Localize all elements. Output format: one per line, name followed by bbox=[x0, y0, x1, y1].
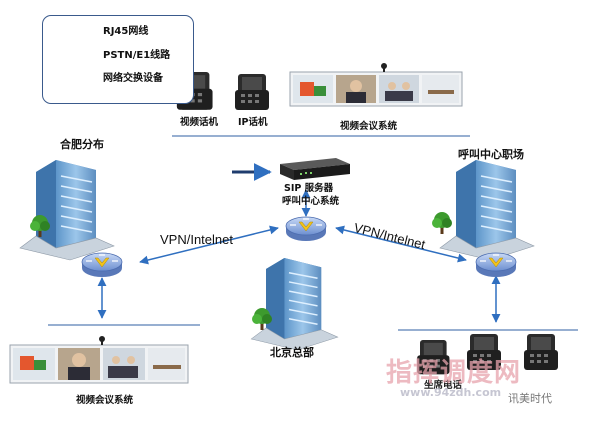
beijing-building bbox=[250, 257, 339, 351]
watermark-main: 指挥调度网 bbox=[386, 358, 522, 388]
legend-pstn: PSTN/E1线路 bbox=[51, 48, 191, 64]
vpn-left-link bbox=[139, 225, 279, 265]
legend-pstn-label: PSTN/E1线路 bbox=[103, 50, 171, 61]
bottom-video-conference-label: 视频会议系统 bbox=[76, 395, 134, 406]
vpn-right-link bbox=[335, 225, 467, 263]
legend-rj45-label: RJ45网线 bbox=[103, 26, 149, 37]
top-video-conference-screens bbox=[289, 63, 463, 107]
legend-rj45: RJ45网线 bbox=[51, 24, 191, 40]
hefei-label: 合肥分布 bbox=[60, 138, 104, 151]
video-phone-label: 视频话机 bbox=[180, 117, 219, 128]
watermark-url: www.94zdh.com bbox=[400, 386, 502, 399]
ip-phone-label: IP话机 bbox=[238, 117, 268, 128]
watermark-wechat: 讯美时代 bbox=[508, 392, 552, 405]
sip-server-device bbox=[280, 158, 350, 180]
callcenter-system-label: 呼叫中心系统 bbox=[282, 196, 340, 207]
beijing-label: 北京总部 bbox=[270, 346, 314, 359]
ip-phone-device bbox=[235, 74, 269, 110]
bottom-video-conference-screens bbox=[9, 336, 189, 384]
legend-switch-label: 网络交换设备 bbox=[103, 73, 163, 84]
callcenter-tree bbox=[432, 212, 452, 234]
hefei-building bbox=[19, 159, 115, 261]
sip-server-label: SIP 服务器 bbox=[284, 183, 334, 194]
legend-switch: 网络交换设备 bbox=[51, 71, 191, 87]
seat-phone-3 bbox=[524, 334, 558, 370]
callcenter-router bbox=[475, 252, 517, 278]
top-video-conference-label: 视频会议系统 bbox=[340, 121, 398, 132]
legend: RJ45网线 PSTN/E1线路 网络交换设备 bbox=[42, 15, 194, 104]
vpn-left-label: VPN/Intelnet bbox=[160, 232, 233, 247]
hq-router bbox=[285, 216, 327, 242]
seat-phone-label: 坐席电话 bbox=[424, 380, 463, 391]
hefei-router bbox=[81, 252, 123, 278]
callcenter-site-label: 呼叫中心职场 bbox=[458, 148, 524, 161]
callcenter-building bbox=[439, 159, 535, 261]
